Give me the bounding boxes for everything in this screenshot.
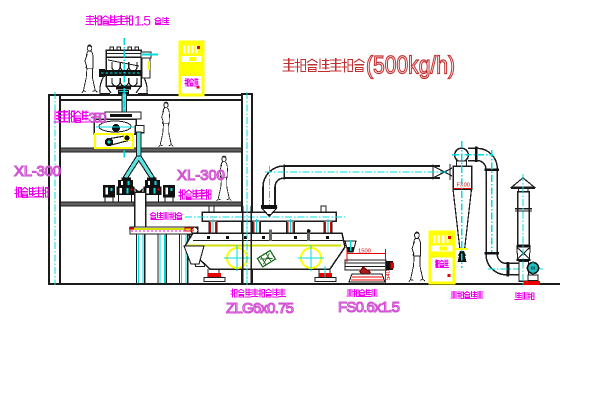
svg-text:350: 350: [89, 110, 107, 126]
svg-text:XL-300: XL-300: [177, 167, 225, 184]
svg-text:(500kg/h): (500kg/h): [366, 52, 455, 80]
svg-text:ZLG6x0.75: ZLG6x0.75: [226, 300, 294, 317]
svg-text:1500: 1500: [358, 249, 371, 255]
svg-text:FX00: FX00: [457, 183, 470, 189]
svg-text:540: 540: [386, 269, 392, 280]
svg-text:XL-300: XL-300: [14, 163, 61, 180]
svg-text:1.5: 1.5: [134, 13, 151, 29]
svg-text:FS0.6x1.5: FS0.6x1.5: [338, 299, 400, 316]
